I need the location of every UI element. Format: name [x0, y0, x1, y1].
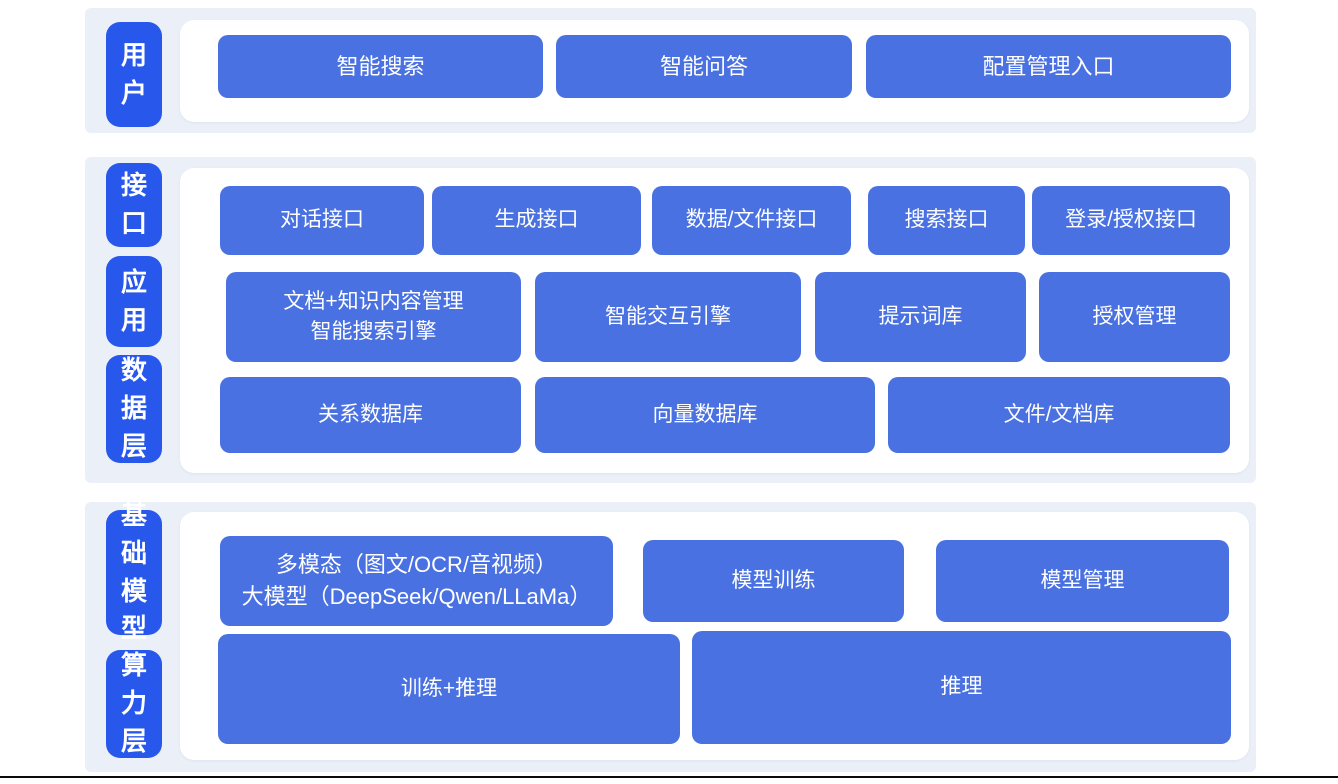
prompt-library-box: 提示词库	[815, 272, 1026, 362]
model-management-box: 模型管理	[936, 540, 1229, 622]
model-training-label: 模型训练	[731, 568, 816, 592]
prompt-library-label: 提示词库	[878, 304, 963, 328]
file-doc-db-box: 文件/文档库	[888, 377, 1230, 453]
bottom-layers-panel: 多模态（图文/OCR/音视频） 大模型（DeepSeek/Qwen/LLaMa）…	[180, 512, 1249, 760]
user-layer-panel: 智能搜索 智能问答 配置管理入口	[180, 20, 1249, 122]
smart-qa-box: 智能问答	[556, 35, 852, 98]
multimodal-llm-label: 多模态（图文/OCR/音视频） 大模型（DeepSeek/Qwen/LLaMa）	[242, 549, 592, 613]
training-inference-box: 训练+推理	[218, 634, 680, 744]
user-layer-band: 用户 智能搜索 智能问答 配置管理入口	[85, 8, 1256, 133]
layer-label-data: 数据层	[106, 355, 162, 463]
layer-label-foundation-model-text: 基础模型	[120, 500, 147, 644]
search-interface-label: 搜索接口	[904, 208, 989, 232]
multimodal-llm-box: 多模态（图文/OCR/音视频） 大模型（DeepSeek/Qwen/LLaMa）	[220, 536, 613, 626]
layer-label-compute: 算力层	[106, 650, 162, 758]
layer-label-compute-text: 算力层	[120, 650, 147, 756]
multimodal-line: 多模态（图文/OCR/音视频）	[275, 552, 558, 578]
smart-search-box: 智能搜索	[218, 35, 543, 98]
doc-knowledge-search-engine-box: 文档+知识内容管理 智能搜索引擎	[226, 272, 521, 362]
relational-db-label: 关系数据库	[318, 402, 423, 426]
config-management-entry-label: 配置管理入口	[982, 53, 1115, 79]
model-management-label: 模型管理	[1040, 568, 1125, 592]
file-doc-db-label: 文件/文档库	[1003, 402, 1115, 426]
layer-label-interface-text: 接口	[120, 170, 147, 238]
middle-layers-band: 接口 应用 数据层 对话接口 生成接口 数据/文件接口 搜索接口 登录/授权接口…	[85, 157, 1256, 483]
search-engine-line: 智能搜索引擎	[310, 320, 437, 343]
llm-line: 大模型（DeepSeek/Qwen/LLaMa）	[241, 584, 592, 609]
layer-label-interface: 接口	[106, 163, 162, 247]
inference-label: 推理	[940, 675, 983, 699]
middle-layers-panel: 对话接口 生成接口 数据/文件接口 搜索接口 登录/授权接口 文档+知识内容管理…	[180, 168, 1249, 473]
bottom-divider-line	[0, 776, 1338, 778]
layer-label-application: 应用	[106, 256, 162, 347]
interactive-engine-label: 智能交互引擎	[605, 304, 731, 328]
vector-db-box: 向量数据库	[535, 377, 875, 453]
dialog-interface-label: 对话接口	[280, 208, 364, 232]
interactive-engine-box: 智能交互引擎	[535, 272, 801, 362]
data-file-interface-label: 数据/文件接口	[685, 208, 818, 232]
generation-interface-box: 生成接口	[432, 186, 641, 255]
data-file-interface-box: 数据/文件接口	[652, 186, 851, 255]
layer-label-foundation-model: 基础模型	[106, 500, 162, 643]
model-training-box: 模型训练	[643, 540, 904, 622]
layer-label-user: 用户	[106, 22, 162, 127]
layer-label-application-text: 应用	[120, 266, 147, 335]
bottom-layers-band: 基础模型 算力层 多模态（图文/OCR/音视频） 大模型（DeepSeek/Qw…	[85, 500, 1256, 772]
vector-db-label: 向量数据库	[652, 402, 758, 426]
dialog-interface-box: 对话接口	[220, 186, 424, 255]
smart-qa-label: 智能问答	[659, 53, 748, 79]
doc-knowledge-search-engine-label: 文档+知识内容管理 智能搜索引擎	[283, 287, 463, 348]
doc-knowledge-line: 文档+知识内容管理	[283, 289, 464, 313]
auth-management-label: 授权管理	[1092, 304, 1177, 328]
login-auth-interface-label: 登录/授权接口	[1065, 208, 1197, 232]
inference-box: 推理	[692, 631, 1231, 744]
layer-label-data-text: 数据层	[120, 355, 147, 461]
login-auth-interface-box: 登录/授权接口	[1032, 186, 1230, 255]
config-management-entry-box: 配置管理入口	[866, 35, 1231, 98]
training-inference-label: 训练+推理	[400, 676, 498, 700]
relational-db-box: 关系数据库	[220, 377, 521, 453]
layer-label-user-text: 用户	[120, 39, 147, 108]
search-interface-box: 搜索接口	[868, 186, 1025, 255]
smart-search-label: 智能搜索	[336, 53, 425, 79]
generation-interface-label: 生成接口	[494, 208, 579, 232]
auth-management-box: 授权管理	[1039, 272, 1230, 362]
